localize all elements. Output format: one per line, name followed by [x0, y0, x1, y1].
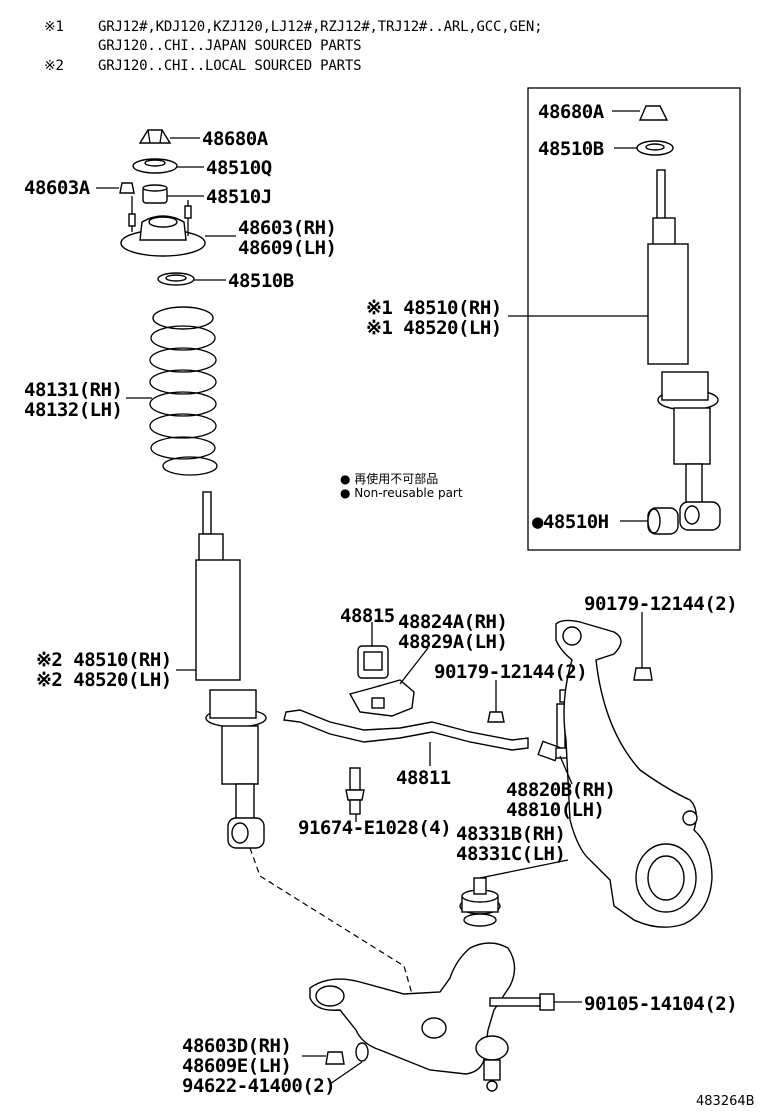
label-48331C-lh: 48331C(LH) — [456, 843, 566, 865]
label-90179-top: 90179-12144(2) — [584, 593, 738, 615]
label-inset-48510B: 48510B — [538, 138, 604, 160]
nut-90179-top — [633, 667, 653, 681]
label-48829A-lh: 48829A(LH) — [398, 631, 508, 653]
note-1-mark: ※1 — [44, 19, 64, 35]
shock-absorber-left — [195, 491, 267, 849]
inset-shock-absorber — [647, 169, 721, 531]
label-48609E-lh: 48609E(LH) — [182, 1055, 292, 1077]
label-48824A-rh: 48824A(RH) — [398, 611, 508, 633]
label-90179-mid: 90179-12144(2) — [434, 661, 588, 683]
inset-washer-48510B — [636, 140, 674, 156]
label-48131-rh: 48131(RH) — [24, 379, 123, 401]
diagram-code: 483264B — [696, 1094, 755, 1109]
label-48132-lh: 48132(LH) — [24, 399, 123, 421]
label-48609-lh: 48609(LH) — [238, 237, 337, 259]
label-91674: 91674-E1028(4) — [298, 817, 452, 839]
washer-94622 — [355, 1042, 369, 1062]
label-48603A: 48603A — [24, 177, 90, 199]
nut-48603A — [119, 182, 135, 194]
inset-bushing-48510H — [647, 507, 679, 535]
bracket-48824A — [348, 679, 415, 717]
note-2-mark: ※2 — [44, 58, 64, 74]
legend-jp: ● 再使用不可部品 — [340, 472, 439, 486]
label-48815: 48815 — [340, 605, 395, 627]
label-48510Q: 48510Q — [206, 157, 272, 179]
nut-48603D — [325, 1051, 345, 1065]
bushing-48510J — [142, 184, 168, 204]
label-48680A: 48680A — [202, 128, 268, 150]
label-48603D-rh: 48603D(RH) — [182, 1035, 292, 1057]
label-48520-lh-2: ※2 48520(LH) — [36, 669, 172, 691]
label-90105: 90105-14104(2) — [584, 993, 738, 1015]
upper-mount-48603 — [120, 196, 206, 257]
note-1-line2: GRJ120..CHI..JAPAN SOURCED PARTS — [98, 38, 362, 54]
label-inset-48680A: 48680A — [538, 101, 604, 123]
stabilizer-bar-48811 — [283, 709, 529, 751]
note-1-line1: GRJ12#,KDJ120,KZJ120,LJ12#,RZJ12#,TRJ12#… — [98, 19, 543, 35]
label-48510B: 48510B — [228, 270, 294, 292]
steering-knuckle — [555, 619, 713, 928]
inset-nut-48680A — [638, 105, 669, 121]
seat-48510B — [157, 272, 195, 286]
label-94622: 94622-41400(2) — [182, 1075, 336, 1097]
label-48331B-rh: 48331B(RH) — [456, 823, 566, 845]
mount-nut-48680A — [138, 129, 172, 144]
nut-90179-mid — [487, 711, 505, 723]
bushing-48815 — [357, 645, 389, 679]
ball-joint-48331B — [459, 877, 501, 927]
legend-jp-text: 再使用不可部品 — [354, 472, 439, 486]
lower-arm — [309, 942, 516, 1092]
label-48510-rh-2: ※2 48510(RH) — [36, 649, 172, 671]
label-48811: 48811 — [396, 767, 451, 789]
legend-en: ● Non-reusable part — [340, 486, 463, 500]
note-2-line1: GRJ120..CHI..LOCAL SOURCED PARTS — [98, 58, 362, 74]
label-48603-rh: 48603(RH) — [238, 217, 337, 239]
label-inset-48520-lh-1: ※1 48520(LH) — [366, 317, 502, 339]
label-inset-48510-rh-1: ※1 48510(RH) — [366, 297, 502, 319]
label-48810-lh: 48810(LH) — [506, 799, 605, 821]
label-48510J: 48510J — [206, 186, 272, 208]
label-inset-48510H: ●48510H — [532, 511, 609, 533]
coil-spring-48131 — [149, 306, 218, 476]
legend-en-text: Non-reusable part — [354, 486, 463, 500]
label-48820B-rh: 48820B(RH) — [506, 779, 616, 801]
inset-box — [527, 87, 741, 551]
washer-48510Q — [132, 158, 178, 174]
bolt-91674 — [345, 767, 365, 815]
leader-lines — [96, 110, 648, 1085]
